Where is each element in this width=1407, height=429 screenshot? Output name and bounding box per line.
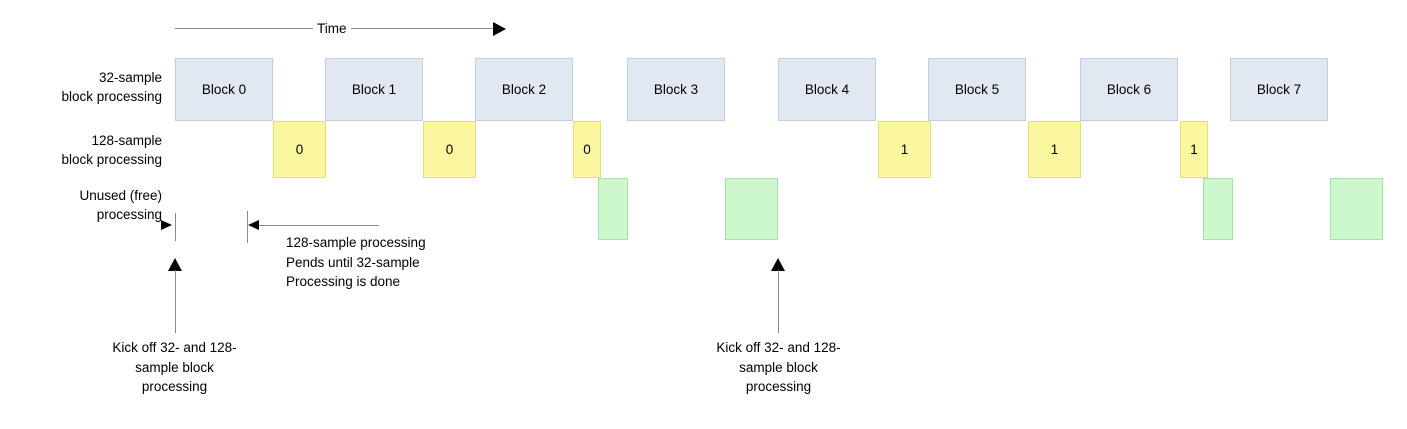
dimension-arrow-left-icon [248,220,259,230]
row-label-128-sample: 128-sample block processing [61,133,162,167]
block-32-sample-0: Block 0 [175,58,273,121]
block-unused-free-1 [725,178,778,240]
block-128-sample-0: 0 [273,121,326,178]
extension-line-pend-marker [247,211,248,243]
block-32-sample-3: Block 3 [627,58,725,121]
block-32-sample-label-4: Block 4 [804,82,850,97]
dimension-arrow-right-icon [161,220,172,230]
block-128-sample-label-4: 1 [1050,142,1059,157]
block-32-sample-1: Block 1 [325,58,423,121]
row-label-32-sample: 32-sample block processing [61,70,162,104]
block-32-sample-label-7: Block 7 [1256,82,1302,97]
time-axis-label: Time [313,21,351,36]
block-128-sample-label-0: 0 [295,142,304,157]
arrow-right-icon [493,22,506,36]
block-unused-free-0 [598,178,628,240]
block-unused-free-2 [1203,178,1233,240]
row-label-unused-free: Unused (free) processing [79,188,162,222]
callout-arrow-up-icon-2 [771,258,785,271]
note-kick-off-1: Kick off 32- and 128- sample block proce… [112,340,237,394]
block-32-sample-label-1: Block 1 [351,82,397,97]
callout-line-1 [175,270,176,333]
block-128-sample-4: 1 [1028,121,1081,178]
note-kick-off-2: Kick off 32- and 128- sample block proce… [716,340,841,394]
block-32-sample-5: Block 5 [928,58,1026,121]
block-128-sample-2: 0 [573,121,601,178]
block-128-sample-label-2: 0 [583,142,591,157]
block-128-sample-label-1: 0 [445,142,454,157]
block-32-sample-6: Block 6 [1080,58,1178,121]
block-128-sample-5: 1 [1180,121,1208,178]
block-32-sample-label-5: Block 5 [954,82,1000,97]
leader-line-pend-note [259,225,379,226]
note-pend-until-done: 128-sample processing Pends until 32-sam… [286,235,426,289]
block-128-sample-1: 0 [423,121,476,178]
block-32-sample-label-6: Block 6 [1106,82,1152,97]
block-unused-free-3 [1330,178,1383,240]
block-32-sample-7: Block 7 [1230,58,1328,121]
block-32-sample-label-2: Block 2 [501,82,547,97]
block-128-sample-label-3: 1 [900,142,909,157]
block-128-sample-label-5: 1 [1190,142,1198,157]
time-axis: Time [175,21,510,37]
callout-arrow-up-icon-1 [168,258,182,271]
extension-line-block0-start [175,213,176,241]
callout-line-2 [778,270,779,333]
block-128-sample-3: 1 [878,121,931,178]
block-32-sample-label-3: Block 3 [653,82,699,97]
block-32-sample-label-0: Block 0 [201,82,247,97]
block-32-sample-4: Block 4 [778,58,876,121]
block-32-sample-2: Block 2 [475,58,573,121]
